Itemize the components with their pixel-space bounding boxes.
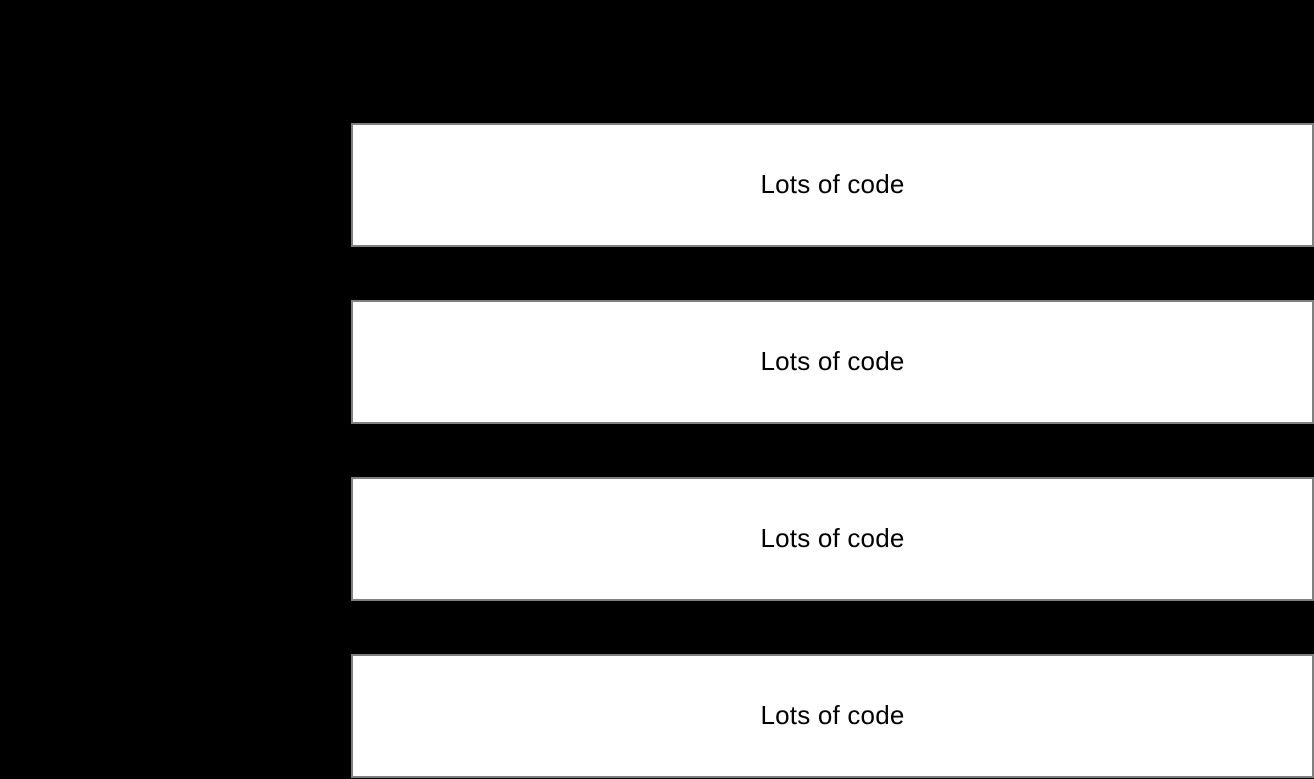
code-block-4: Lots of code [351, 654, 1314, 778]
code-block-label: Lots of code [760, 523, 905, 554]
code-block-2: Lots of code [351, 300, 1314, 424]
code-block-label: Lots of code [760, 700, 905, 731]
code-blocks-stack: Lots of code Lots of code Lots of code L… [351, 123, 1314, 778]
code-block-label: Lots of code [760, 169, 905, 200]
code-block-1: Lots of code [351, 123, 1314, 247]
code-block-3: Lots of code [351, 477, 1314, 601]
code-block-label: Lots of code [760, 346, 905, 377]
